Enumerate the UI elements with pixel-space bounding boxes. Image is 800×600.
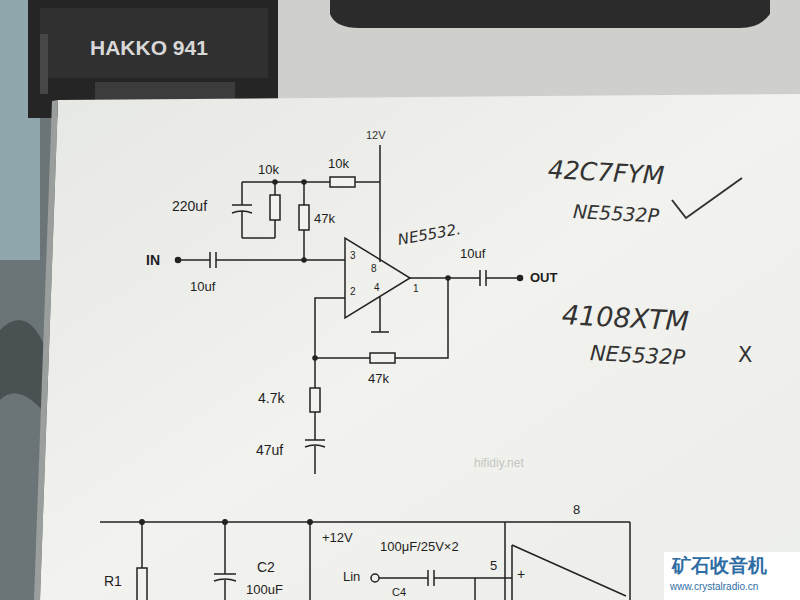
- pin-sign: +: [517, 567, 525, 582]
- pin-number: 8: [371, 263, 377, 274]
- junction-dot: [313, 356, 317, 360]
- resistor-symbol: [310, 388, 320, 412]
- part-value: 47k: [368, 372, 389, 386]
- pin-number: 2: [350, 286, 356, 297]
- watermark: 矿石收音机: [672, 555, 767, 576]
- resistor-symbol: [370, 353, 395, 363]
- pin-number: 4: [374, 282, 380, 293]
- power-schematic: [100, 520, 630, 600]
- part-value: 10uf: [190, 280, 215, 294]
- part-value: 10k: [328, 157, 349, 171]
- power-schematic: [141, 522, 143, 568]
- power-schematic: [100, 522, 630, 600]
- handwritten-note: 4108XTM: [561, 300, 689, 336]
- resistor-symbol: [299, 205, 309, 230]
- supply-label: +12V: [322, 531, 353, 545]
- part-name: C2: [257, 560, 275, 575]
- amplifier-schematic: [176, 145, 523, 474]
- amplifier-schematic: [242, 237, 275, 239]
- amplifier-schematic: [379, 145, 381, 262]
- handwritten-note: NE5532P: [589, 342, 685, 370]
- background: [40, 8, 268, 78]
- amplifier-schematic: [305, 298, 345, 474]
- background: [330, 0, 770, 28]
- resistor-symbol: [137, 568, 147, 600]
- amplifier-schematic: [410, 270, 517, 286]
- watermark-logo: [664, 552, 800, 600]
- amplifier-schematic: [242, 181, 330, 183]
- amplifier-schematic: [232, 182, 252, 238]
- device-brand: HAKKO 941: [90, 36, 208, 59]
- op-amp-symbol: [512, 545, 626, 600]
- power-schematic: [309, 522, 311, 600]
- resistor-symbol: [270, 195, 280, 220]
- amplifier-schematic: [371, 297, 389, 332]
- part-value: 10k: [258, 163, 279, 177]
- part-value: 47k: [314, 212, 335, 226]
- signal-name: OUT: [530, 271, 557, 285]
- amplifier-schematic: [355, 181, 380, 183]
- background: [275, 0, 800, 110]
- terminal-dot: [518, 276, 523, 281]
- power-schematic: [474, 578, 476, 600]
- pin-number: 5: [490, 559, 497, 573]
- watermark: www.crystalradio.cn: [670, 581, 758, 592]
- part-value: 100μF/25V×2: [380, 540, 459, 554]
- pin-number: 3: [350, 250, 356, 261]
- resistor-symbol: [330, 177, 355, 187]
- handwritten-note: 42C7FYM: [547, 156, 665, 190]
- check-mark: [672, 178, 742, 218]
- handwritten-marks: [672, 178, 742, 218]
- part-value: 47uf: [256, 443, 283, 458]
- signal-name: Lin: [343, 570, 360, 584]
- terminal-circle: [371, 574, 379, 582]
- background: [40, 34, 48, 94]
- signal-name: IN: [146, 253, 160, 268]
- part-value: 4.7k: [258, 391, 284, 406]
- part-value: 220uf: [172, 199, 207, 214]
- part-name: C4: [392, 586, 406, 598]
- amplifier-schematic: [315, 278, 448, 358]
- paper-sheet: [34, 94, 800, 600]
- part-value: 100uF: [246, 583, 283, 597]
- amplifier-schematic: [178, 252, 345, 268]
- op-amp-symbol: [345, 238, 410, 318]
- supply-label: 12V: [366, 129, 386, 141]
- paper-sheet: [40, 94, 800, 600]
- watermark: hifidiy.net: [474, 457, 524, 470]
- power-schematic: [214, 522, 236, 600]
- pin-number: 1: [413, 283, 419, 294]
- pin-number: 8: [573, 503, 580, 517]
- paper-sheet: [34, 100, 58, 600]
- part-value: 10uf: [460, 247, 485, 261]
- handwritten-note: NE5532P: [572, 201, 659, 226]
- handwritten-mark: X: [738, 344, 752, 367]
- watermark-logo: [664, 552, 800, 600]
- part-name: R1: [104, 574, 122, 589]
